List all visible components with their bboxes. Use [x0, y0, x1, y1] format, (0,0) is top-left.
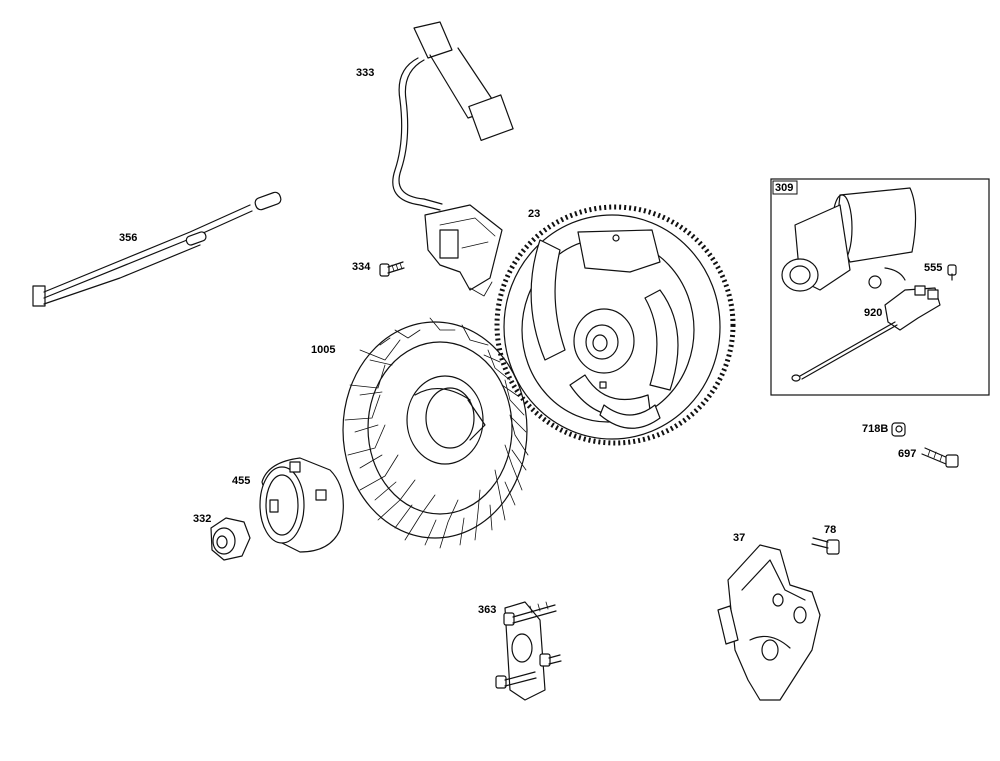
- part-label: 718B: [862, 423, 888, 435]
- part-label: 333: [356, 67, 374, 79]
- ground-wire-drawing: [32, 191, 282, 307]
- stud-bracket-drawing: [495, 601, 562, 701]
- part-label: 332: [193, 513, 211, 525]
- spacer-drawing: [891, 422, 906, 437]
- part-label: 455: [232, 475, 250, 487]
- bracket-screw-drawing: [811, 537, 840, 555]
- part-label: 920: [864, 307, 882, 319]
- part-label: 555: [924, 262, 942, 274]
- flywheel-nut-drawing: [210, 517, 251, 561]
- starter-inset-drawing: [770, 178, 990, 396]
- armature-screw-drawing: [379, 261, 405, 277]
- part-label: 23: [528, 208, 540, 220]
- part-label: 363: [478, 604, 496, 616]
- long-screw-drawing: [921, 447, 959, 468]
- ignition-armature-drawing: [392, 21, 514, 297]
- part-label: 697: [898, 448, 916, 460]
- starter-cup-drawing: [259, 457, 344, 553]
- part-label: 37: [733, 532, 745, 544]
- blower-fan-drawing: [342, 317, 529, 549]
- part-label: 78: [824, 524, 836, 536]
- part-label: 309: [775, 182, 793, 194]
- part-label: 1005: [311, 344, 335, 356]
- mount-bracket-drawing: [717, 544, 821, 701]
- part-label: 356: [119, 232, 137, 244]
- flywheel-drawing: [494, 204, 736, 446]
- part-label: 334: [352, 261, 371, 273]
